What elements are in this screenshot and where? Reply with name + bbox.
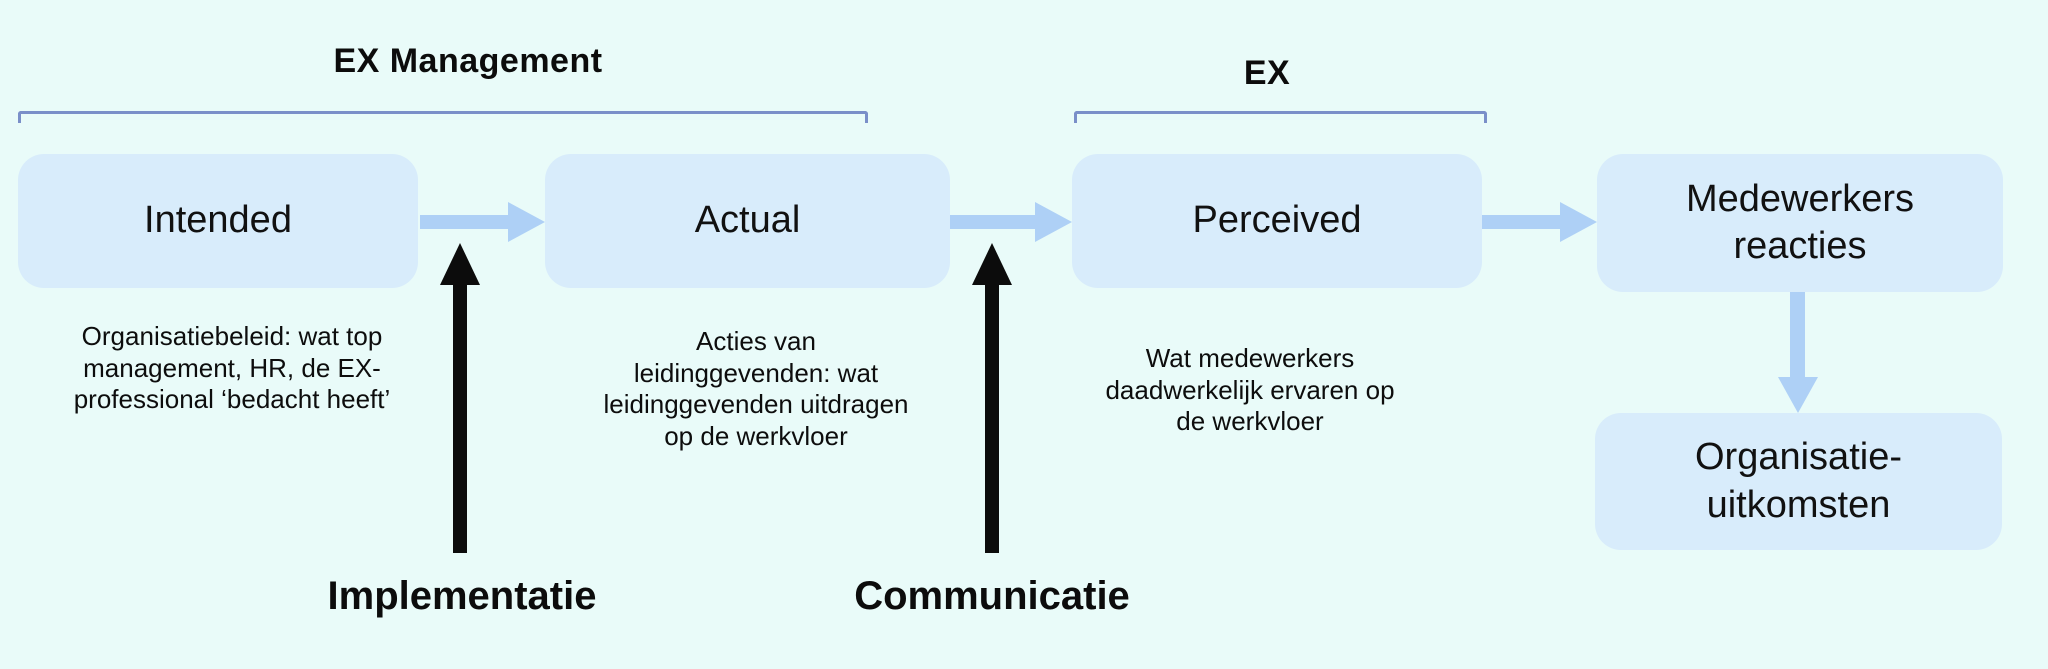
arrow-shaft: [1790, 292, 1805, 378]
node-perceived: Perceived: [1072, 154, 1482, 288]
group-title-ex: EX: [1243, 54, 1291, 92]
arrow-intended-to-actual: [420, 202, 545, 242]
node-intended: Intended: [18, 154, 418, 288]
arrow-head-right-icon: [1035, 202, 1072, 242]
label-implementatie: Implementatie: [327, 574, 597, 618]
node-perceived-description: Wat medewerkers daadwerkelijk ervaren op…: [1105, 343, 1395, 437]
node-medewerkers-reacties-label: Medewerkers reacties: [1685, 177, 1915, 268]
arrow-actual-to-perceived: [950, 202, 1072, 242]
arrow-medewerkers-to-organisatie: [1778, 292, 1818, 413]
node-actual: Actual: [545, 154, 950, 288]
bracket-ex-management: [18, 111, 868, 123]
arrow-head-up-icon: [440, 243, 480, 285]
arrow-shaft: [985, 284, 999, 553]
node-intended-description: Organisatiebeleid: wat top management, H…: [73, 321, 391, 415]
node-perceived-label: Perceived: [1192, 199, 1362, 242]
arrow-shaft: [950, 215, 1035, 229]
bracket-ex: [1074, 111, 1487, 123]
arrow-implementatie-up: [440, 243, 480, 553]
node-medewerkers-reacties: Medewerkers reacties: [1597, 154, 2003, 292]
label-communicatie: Communicatie: [854, 574, 1130, 618]
node-actual-label: Actual: [694, 199, 801, 242]
arrow-head-right-icon: [1560, 202, 1597, 242]
node-actual-description: Acties van leidinggevenden: wat leidingg…: [603, 326, 909, 452]
arrow-communicatie-up: [972, 243, 1012, 553]
arrow-shaft: [1482, 215, 1560, 229]
node-intended-label: Intended: [144, 199, 292, 242]
node-organisatie-uitkomsten: Organisatie- uitkomsten: [1595, 413, 2002, 550]
arrow-head-right-icon: [508, 202, 545, 242]
group-title-ex-management: EX Management: [333, 42, 603, 80]
node-organisatie-uitkomsten-label: Organisatie- uitkomsten: [1695, 436, 1902, 526]
arrow-head-up-icon: [972, 243, 1012, 285]
arrow-perceived-to-medewerkers: [1482, 202, 1597, 242]
arrow-head-down-icon: [1778, 377, 1818, 413]
arrow-shaft: [453, 284, 467, 553]
arrow-shaft: [420, 215, 508, 229]
